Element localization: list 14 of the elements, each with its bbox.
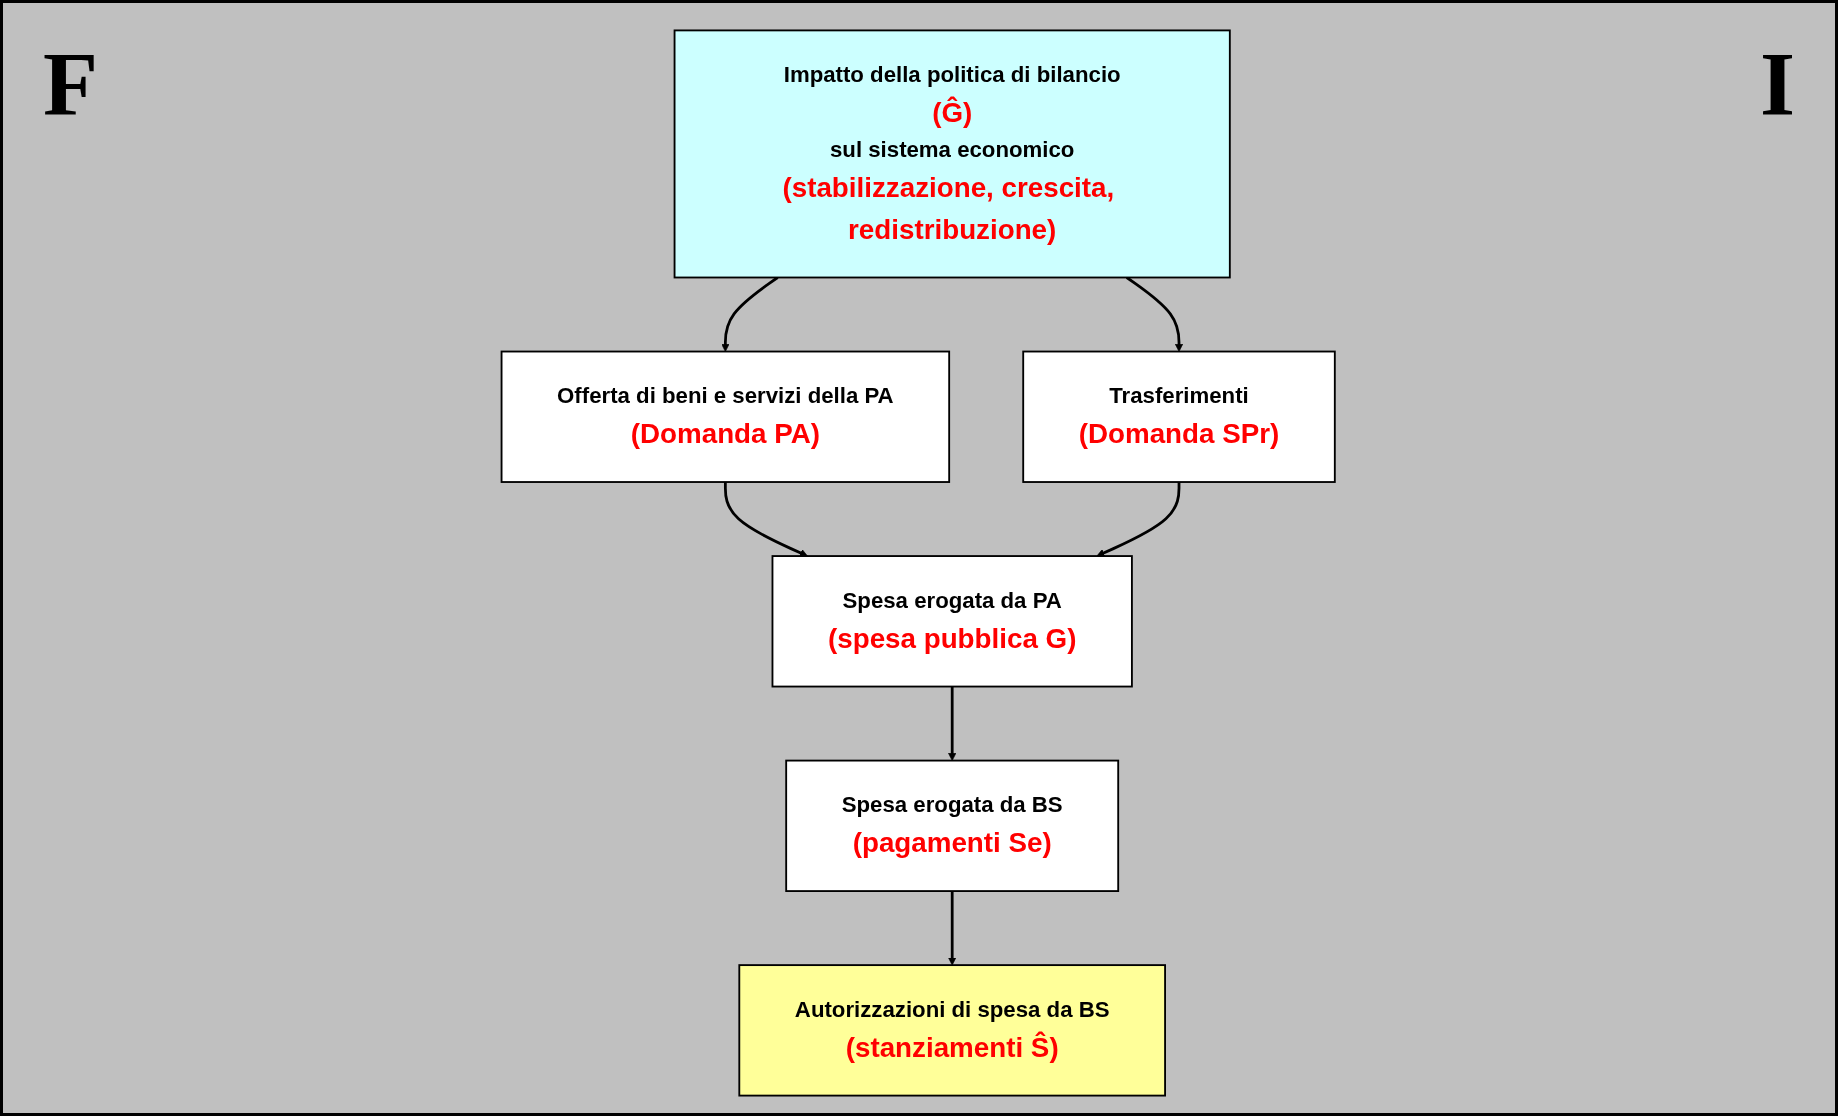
node-box: Offerta di beni e servizi della PA (Domanda PA)	[500, 350, 950, 483]
node-box: Spesa erogata da BS (pagamenti Se)	[785, 759, 1119, 892]
arrow	[947, 686, 957, 761]
arrow	[947, 891, 957, 966]
node-box: Autorizzazioni di spesa da BS (stanziamenti Ŝ)	[738, 964, 1166, 1097]
corner-letter: I	[1759, 34, 1795, 136]
node-box: Impatto della politica di bilancio (Ĝ) sul sistema economico (stabilizzazione, crescita, redistribuzione)	[673, 29, 1231, 279]
arrow	[1125, 276, 1183, 352]
node-box: Trasferimenti (Domanda SPr)	[1022, 350, 1336, 483]
arrow	[721, 276, 779, 352]
arrow	[1096, 482, 1181, 557]
node-box: Spesa erogata da PA (spesa pubblica G)	[771, 555, 1133, 688]
arrow	[723, 482, 808, 557]
corner-letter: F	[43, 34, 98, 136]
